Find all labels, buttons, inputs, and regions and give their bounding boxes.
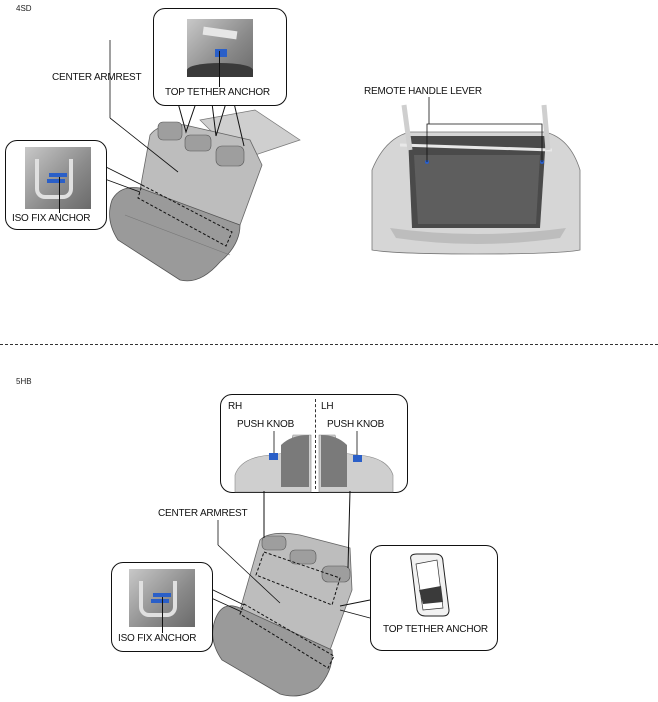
label-lh: LH xyxy=(321,401,334,412)
label-center-armrest-5hb: CENTER ARMREST xyxy=(158,508,248,519)
isofix-bar-highlight xyxy=(153,593,171,597)
label-rh: RH xyxy=(228,401,243,412)
section-code-5hb: 5HB xyxy=(16,377,32,386)
section-divider xyxy=(0,344,658,345)
leader-line xyxy=(59,177,60,213)
label-remote-handle-lever: REMOTE HANDLE LEVER xyxy=(364,86,482,97)
callout-push-knob: RH LH PUSH KNOB PUSH KNOB xyxy=(220,394,408,493)
leader-line xyxy=(162,597,163,633)
label-iso-fix-anchor-5hb: ISO FIX ANCHOR xyxy=(118,633,197,644)
isofix-bar-highlight xyxy=(49,173,67,177)
seat-edge xyxy=(187,63,253,77)
top-tether-photo xyxy=(187,19,253,77)
label-top-tether-anchor-5hb: TOP TETHER ANCHOR xyxy=(383,624,488,635)
isofix-bar-highlight-2 xyxy=(47,179,65,183)
rear-seat-illustration-4sd xyxy=(101,40,301,282)
callout-top-tether-4sd: TOP TETHER ANCHOR xyxy=(153,8,287,106)
label-center-armrest-4sd: CENTER ARMREST xyxy=(52,72,142,83)
callout-top-tether-5hb: TOP TETHER ANCHOR xyxy=(370,545,498,651)
tether-anchor-highlight xyxy=(215,49,227,57)
callout-isofix-4sd: ISO FIX ANCHOR xyxy=(5,140,107,230)
label-push-knob-lh: PUSH KNOB xyxy=(327,419,385,430)
label-iso-fix-anchor-4sd: ISO FIX ANCHOR xyxy=(12,213,91,224)
push-knob-illustration xyxy=(234,431,394,493)
section-code-4sd: 4SD xyxy=(16,4,32,13)
isofix-frame xyxy=(35,159,73,199)
leader-line xyxy=(219,51,220,87)
callout-isofix-5hb: ISO FIX ANCHOR xyxy=(111,562,213,652)
trunk-illustration xyxy=(371,97,581,255)
tether-cover-illustration xyxy=(410,553,450,617)
isofix-photo xyxy=(25,147,91,209)
isofix-bar-highlight-2 xyxy=(151,599,169,603)
isofix-frame xyxy=(139,581,177,617)
label-top-tether-anchor-4sd: TOP TETHER ANCHOR xyxy=(165,87,270,98)
rh-lh-divider xyxy=(315,399,316,489)
label-push-knob-rh: PUSH KNOB xyxy=(237,419,295,430)
